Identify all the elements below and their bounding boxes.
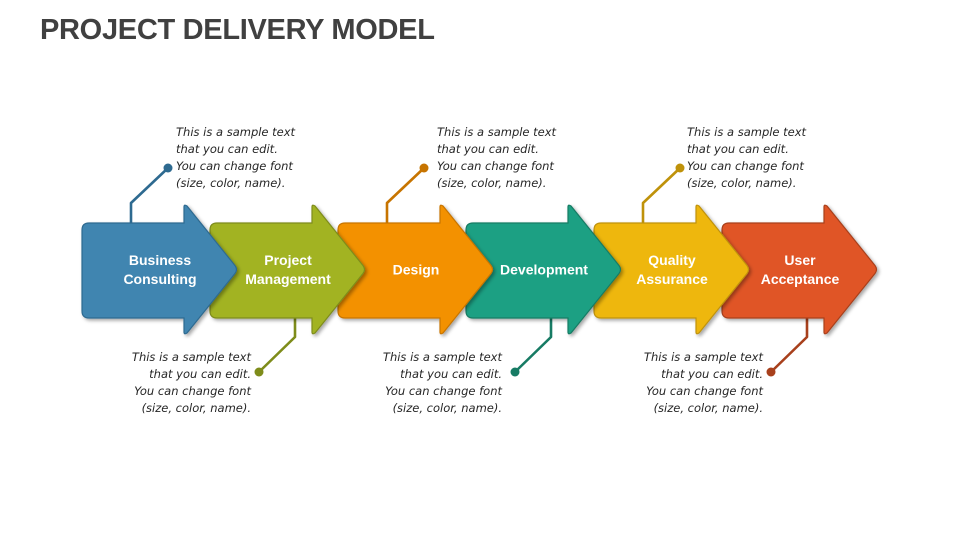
note-line: (size, color, name). <box>687 176 797 190</box>
note-user-acceptance: This is a sample text that you can edit.… <box>644 349 763 417</box>
step-label-line: Project <box>264 252 312 268</box>
step-label-line: Assurance <box>636 271 708 287</box>
connector-group <box>129 163 809 377</box>
step-label-line: Quality <box>648 252 696 268</box>
arrow-shape <box>337 204 494 335</box>
connector-dot <box>163 163 173 173</box>
note-line: This is a sample text <box>382 350 502 364</box>
connector-dot <box>419 163 429 173</box>
note-development: This is a sample text that you can edit.… <box>383 349 502 417</box>
connector-design <box>385 163 429 223</box>
step-label: Development <box>500 262 588 278</box>
note-line: that you can edit. <box>661 367 763 381</box>
step-label: Design <box>393 262 440 278</box>
note-quality-assurance: This is a sample text that you can edit.… <box>687 124 806 192</box>
connector-user-acceptance <box>766 318 809 377</box>
note-line: You can change font <box>646 384 763 398</box>
connector-line <box>514 318 553 373</box>
arrow-shape <box>209 204 366 335</box>
connector-dot <box>675 163 685 173</box>
note-design: This is a sample text that you can edit.… <box>437 124 556 192</box>
arrow-shape <box>81 204 238 335</box>
note-line: This is a sample text <box>687 125 807 139</box>
connector-dot <box>254 367 264 377</box>
note-line: You can change font <box>385 384 502 398</box>
note-project-management: This is a sample text that you can edit.… <box>132 349 251 417</box>
note-line: that you can edit. <box>687 142 789 156</box>
connector-line <box>385 167 425 223</box>
arrow-shape <box>465 204 622 335</box>
page-title: PROJECT DELIVERY MODEL <box>40 14 435 46</box>
note-line: (size, color, name). <box>141 401 251 415</box>
step-label-line: Business <box>129 252 191 268</box>
connector-line <box>641 167 681 223</box>
note-line: This is a sample text <box>131 350 251 364</box>
note-line: You can change font <box>687 159 804 173</box>
step-label-line: Development <box>500 262 588 278</box>
note-business-consulting: This is a sample text that you can edit.… <box>176 124 295 192</box>
note-line: You can change font <box>437 159 554 173</box>
connector-dot <box>510 367 520 377</box>
note-line: (size, color, name). <box>653 401 763 415</box>
step-label-line: User <box>784 252 816 268</box>
note-line: This is a sample text <box>643 350 763 364</box>
note-line: that you can edit. <box>400 367 502 381</box>
note-line: that you can edit. <box>437 142 539 156</box>
arrow-shape <box>721 204 878 335</box>
connector-line <box>258 318 297 373</box>
note-line: that you can edit. <box>176 142 278 156</box>
note-line: (size, color, name). <box>176 176 286 190</box>
note-line: You can change font <box>134 384 251 398</box>
step-label-line: Acceptance <box>761 271 840 287</box>
note-line: (size, color, name). <box>437 176 547 190</box>
connector-dot <box>766 367 776 377</box>
step-arrow-development: Development <box>465 204 622 335</box>
step-label-line: Design <box>393 262 440 278</box>
connector-line <box>770 318 809 373</box>
connector-project-management <box>254 318 297 377</box>
connector-business-consulting <box>129 163 173 223</box>
note-line: This is a sample text <box>176 125 296 139</box>
step-label-line: Consulting <box>123 271 196 287</box>
connector-quality-assurance <box>641 163 685 223</box>
note-line: This is a sample text <box>437 125 557 139</box>
note-line: (size, color, name). <box>392 401 502 415</box>
arrow-shape <box>593 204 750 335</box>
note-line: You can change font <box>176 159 293 173</box>
step-arrow-design: Design <box>337 204 494 335</box>
connector-line <box>129 167 169 223</box>
connector-development <box>510 318 553 377</box>
note-line: that you can edit. <box>149 367 251 381</box>
step-label-line: Management <box>245 271 331 287</box>
